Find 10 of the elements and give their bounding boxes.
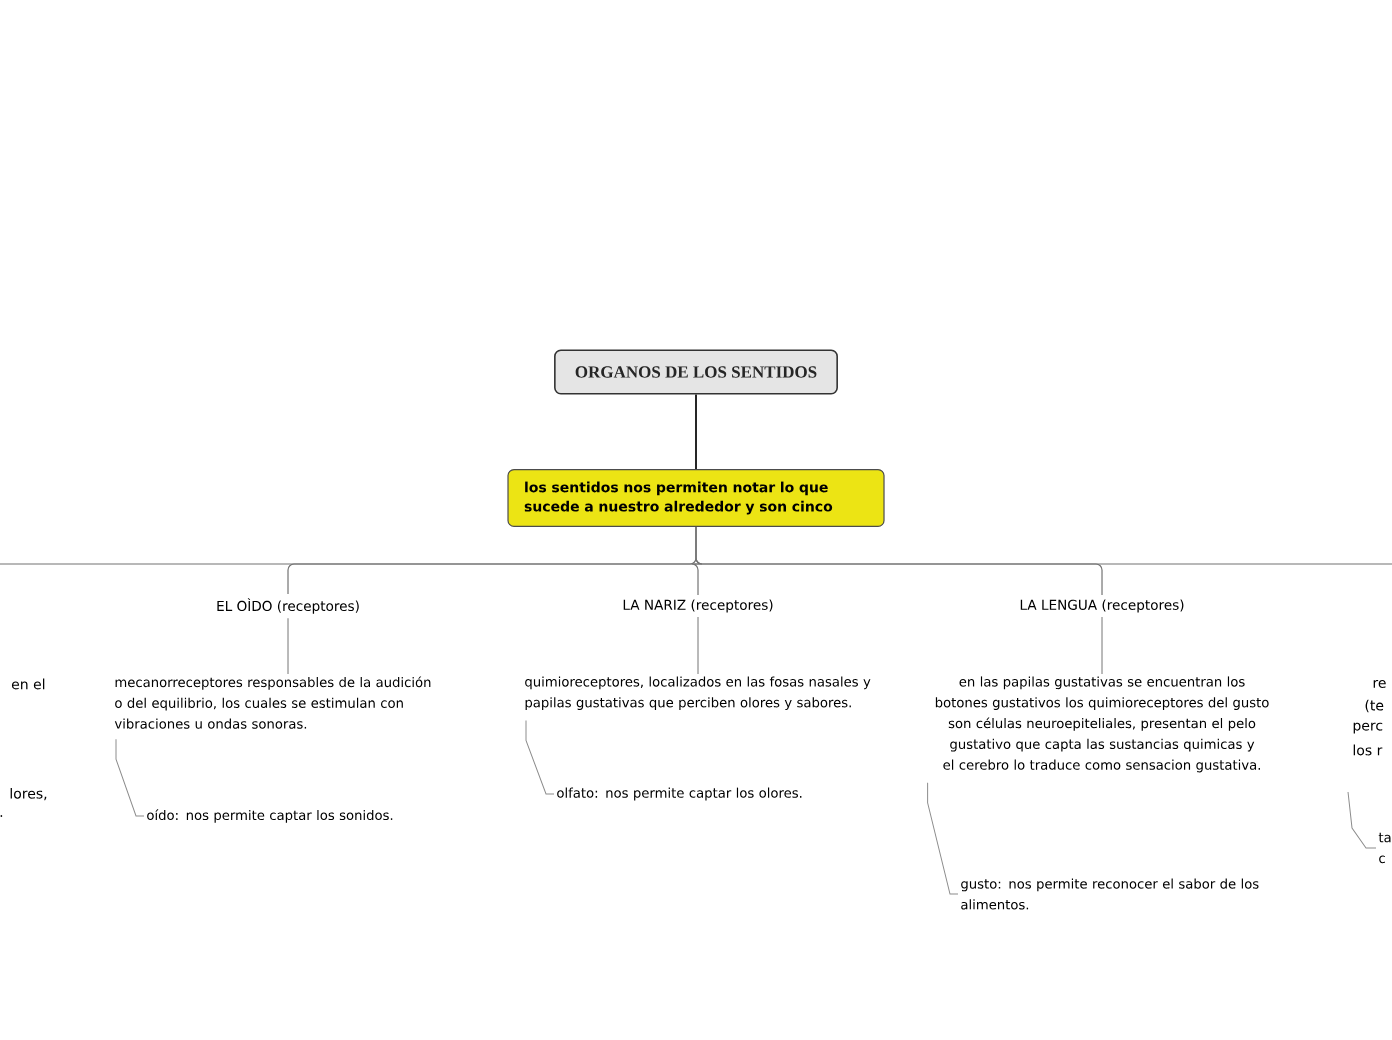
leader-line xyxy=(1347,791,1377,849)
connector-line xyxy=(287,617,289,675)
connector-line xyxy=(697,616,699,675)
title-box: ORGANOS DE LOS SENTIDOS xyxy=(554,349,838,395)
connector-line xyxy=(695,393,697,470)
leader-line xyxy=(115,738,145,817)
connector-line xyxy=(1101,616,1103,675)
leader-line xyxy=(927,782,959,895)
leader-line xyxy=(525,719,555,795)
connector-line xyxy=(695,526,1103,596)
